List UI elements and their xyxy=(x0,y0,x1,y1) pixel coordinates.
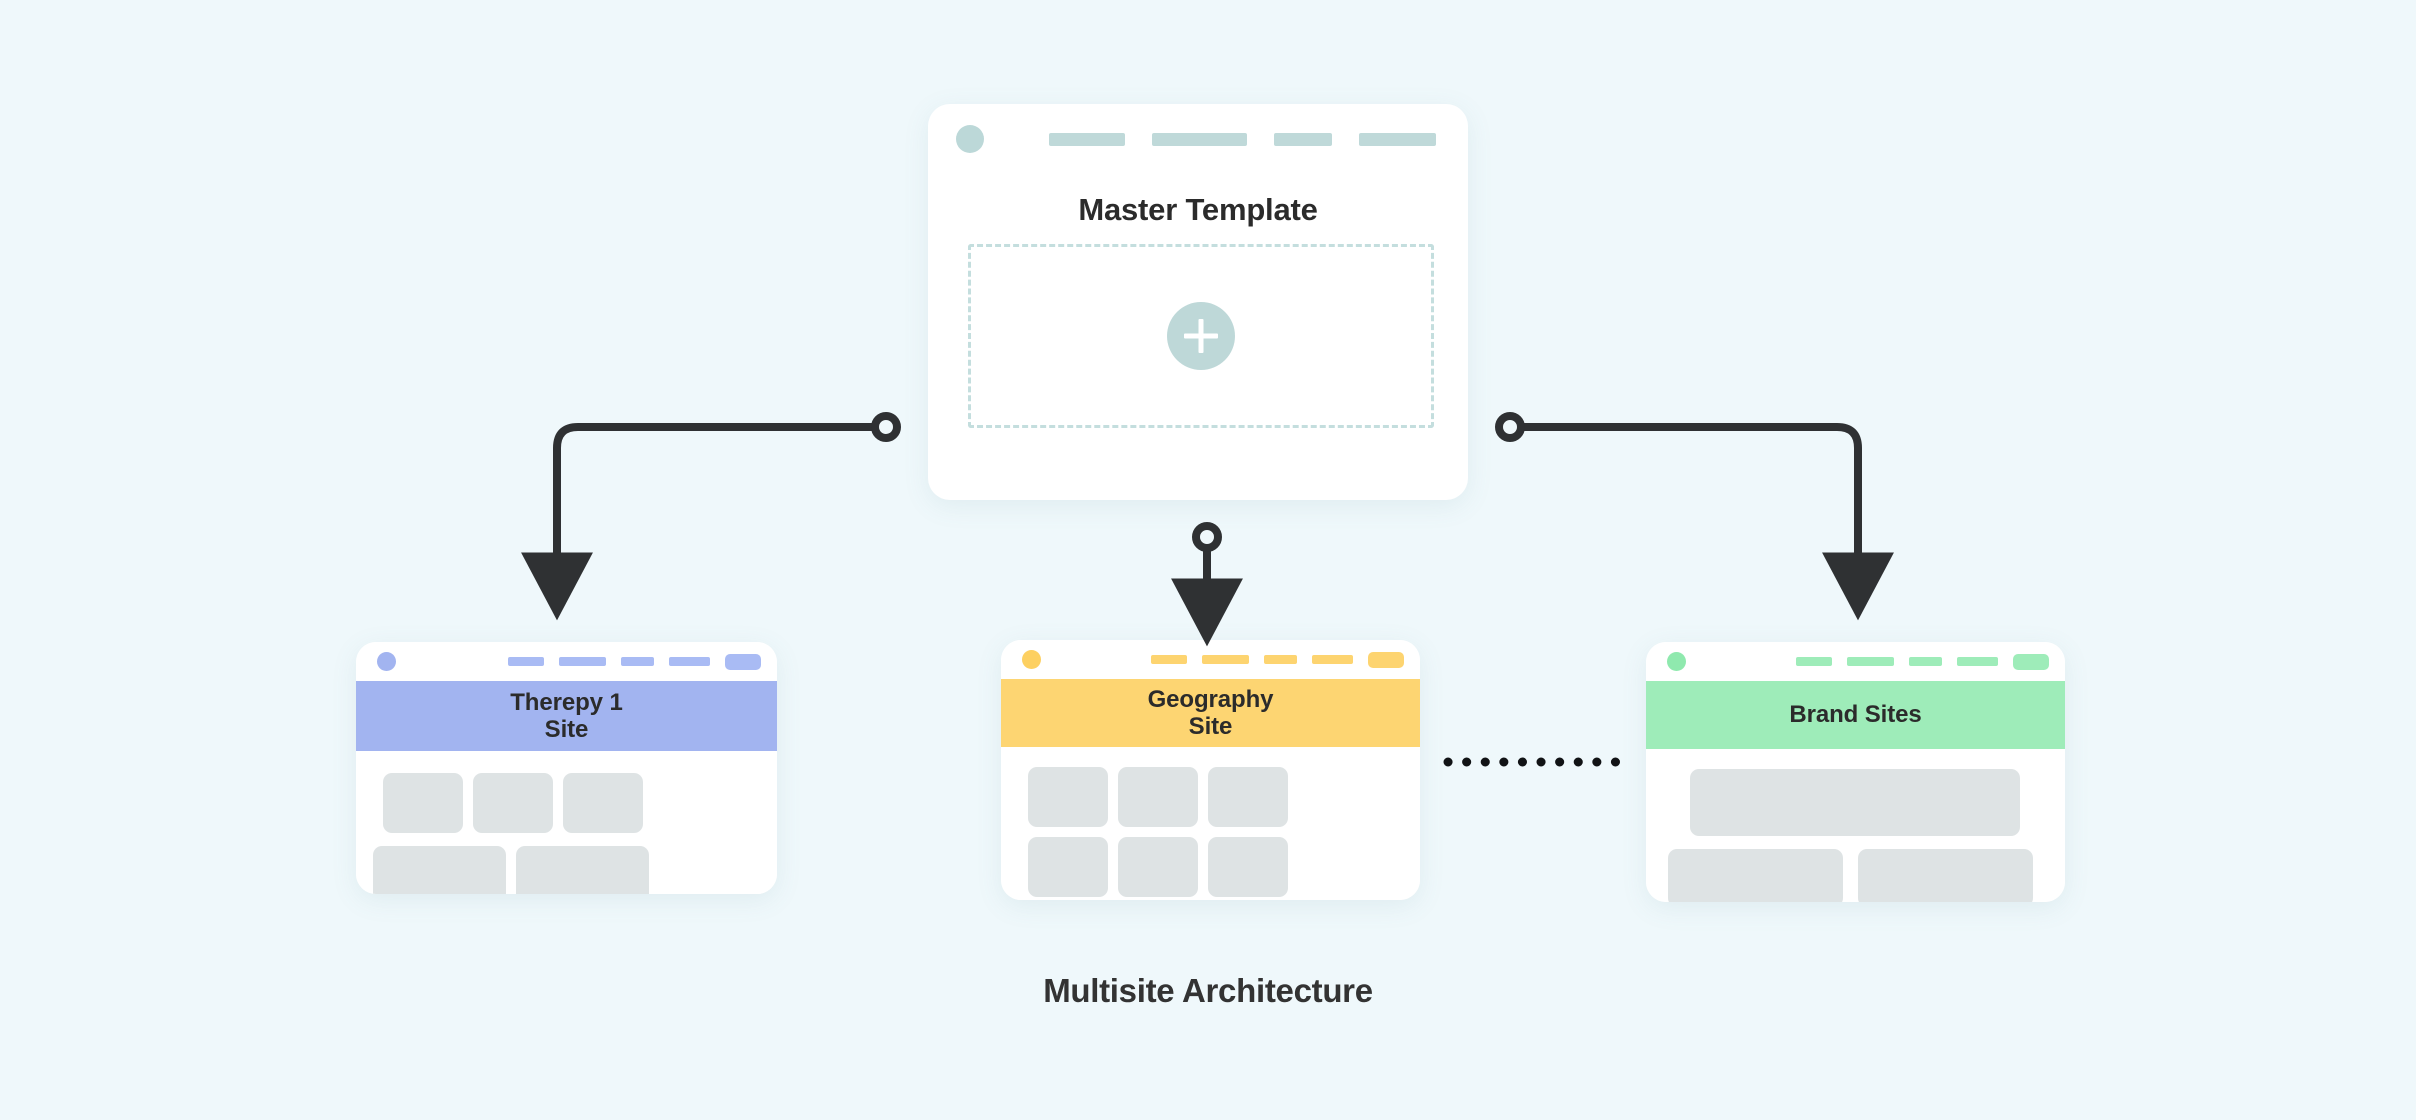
circle-icon xyxy=(1022,650,1041,669)
circle-icon xyxy=(956,125,984,153)
content-block xyxy=(383,773,463,833)
site-title-line-2: Site xyxy=(1188,713,1233,740)
site-nav-bar xyxy=(356,642,777,681)
content-block xyxy=(1028,767,1108,827)
connector-master-to-therapy xyxy=(521,412,901,621)
nav-link-placeholder xyxy=(1359,132,1436,146)
connector-endpoint-dot xyxy=(871,412,901,442)
circle-icon xyxy=(377,652,396,671)
nav-link-placeholder xyxy=(559,657,606,666)
content-block xyxy=(1118,837,1198,897)
diagram-caption: Multisite Architecture xyxy=(1043,972,1373,1009)
plus-icon[interactable] xyxy=(1167,302,1235,370)
content-block xyxy=(1858,849,2033,902)
site-nav-bar xyxy=(1646,642,2065,681)
content-block xyxy=(563,773,643,833)
connector-endpoint-dot xyxy=(1495,412,1525,442)
circle-icon xyxy=(1667,652,1686,671)
content-block xyxy=(1028,837,1108,897)
nav-cta-placeholder xyxy=(725,653,761,670)
site-nav-links xyxy=(508,653,761,670)
content-block xyxy=(1208,837,1288,897)
nav-link-placeholder xyxy=(1847,657,1894,666)
site-title-line-1: Geography xyxy=(1147,685,1274,713)
connector-endpoint-dot xyxy=(1192,522,1222,552)
site-card-geography[interactable]: Geography Site xyxy=(1001,640,1420,900)
nav-link-placeholder xyxy=(1152,132,1247,146)
nav-cta-placeholder xyxy=(1368,651,1404,668)
connector-line xyxy=(1520,423,1894,621)
connector-line xyxy=(521,423,876,621)
site-title-brand: Brand Sites xyxy=(1646,681,2065,749)
content-block xyxy=(516,846,649,894)
site-body-brand xyxy=(1646,749,2065,902)
master-template-card[interactable]: Master Template xyxy=(928,104,1468,500)
nav-link-placeholder xyxy=(1909,657,1942,666)
content-block xyxy=(1118,767,1198,827)
site-title-line-2: Site xyxy=(544,716,589,743)
site-title-geography: Geography Site xyxy=(1001,679,1420,747)
nav-link-placeholder xyxy=(1264,655,1297,664)
content-block xyxy=(1208,767,1288,827)
site-nav-links xyxy=(1151,651,1404,668)
nav-link-placeholder xyxy=(621,657,654,666)
nav-link-placeholder xyxy=(669,657,710,666)
site-body-therapy xyxy=(356,751,777,894)
nav-link-placeholder xyxy=(1202,655,1249,664)
site-title-line-1: Brand Sites xyxy=(1789,701,1922,729)
site-body-geography xyxy=(1001,747,1420,900)
nav-link-placeholder xyxy=(1151,655,1187,664)
master-template-title: Master Template xyxy=(1078,192,1318,227)
master-nav-links xyxy=(1049,132,1436,146)
nav-link-placeholder xyxy=(1274,132,1332,146)
content-block xyxy=(473,773,553,833)
site-title-line-1: Therepy 1 xyxy=(510,688,623,716)
nav-link-placeholder xyxy=(1957,657,1998,666)
nav-link-placeholder xyxy=(1796,657,1832,666)
content-block xyxy=(1668,849,1843,902)
site-nav-links xyxy=(1796,653,2049,670)
master-nav-bar xyxy=(928,104,1468,174)
site-nav-bar xyxy=(1001,640,1420,679)
master-dropzone[interactable] xyxy=(968,244,1434,428)
connector-master-to-geography xyxy=(1171,522,1243,647)
site-title-therapy: Therepy 1 Site xyxy=(356,681,777,751)
connector-master-to-brand xyxy=(1495,412,1894,621)
content-block-hero xyxy=(1690,769,2020,836)
nav-link-placeholder xyxy=(1312,655,1353,664)
nav-link-placeholder xyxy=(1049,132,1125,146)
site-card-brand[interactable]: Brand Sites xyxy=(1646,642,2065,902)
nav-cta-placeholder xyxy=(2013,653,2049,670)
content-block xyxy=(373,846,506,894)
site-card-therapy[interactable]: Therepy 1 Site xyxy=(356,642,777,894)
nav-link-placeholder xyxy=(508,657,544,666)
